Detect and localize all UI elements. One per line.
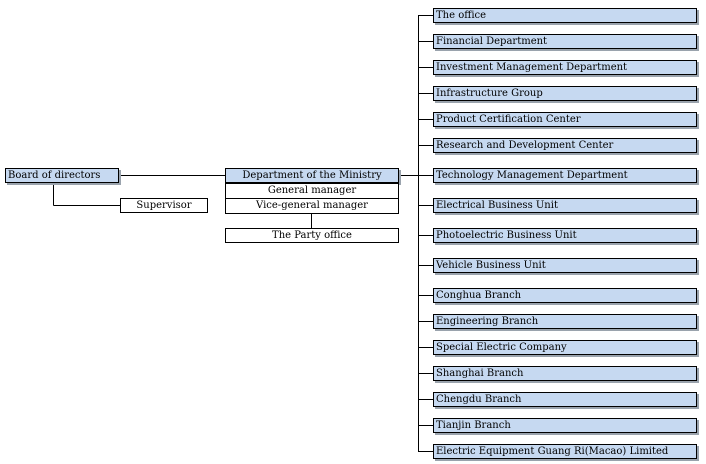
department-box: Financial Department	[433, 34, 697, 49]
supervisor-box: Supervisor	[120, 198, 208, 213]
department-box: Special Electric Company	[433, 340, 697, 355]
board-of-directors-box: Board of directors	[5, 168, 119, 183]
party-office-box: The Party office	[225, 228, 399, 243]
department-box: Electric Equipment Guang Ri(Macao) Limit…	[433, 444, 697, 459]
department-box: Shanghai Branch	[433, 366, 697, 381]
department-box: Technology Management Department	[433, 168, 697, 183]
department-box: Electrical Business Unit	[433, 198, 697, 213]
department-box: Tianjin Branch	[433, 418, 697, 433]
department-box: Photoelectric Business Unit	[433, 228, 697, 243]
vice-general-manager-box: Vice-general manager	[225, 198, 399, 214]
ministry-box: Department of the Ministry	[225, 168, 399, 183]
department-box: Infrastructure Group	[433, 86, 697, 101]
department-box: Product Certification Center	[433, 112, 697, 127]
general-manager-box: General manager	[225, 183, 399, 199]
department-box: Conghua Branch	[433, 288, 697, 303]
department-box: The office	[433, 8, 697, 23]
department-box: Research and Development Center	[433, 138, 697, 153]
department-box: Chengdu Branch	[433, 392, 697, 407]
department-box: Engineering Branch	[433, 314, 697, 329]
department-box: Vehicle Business Unit	[433, 258, 697, 273]
department-box: Investment Management Department	[433, 60, 697, 75]
